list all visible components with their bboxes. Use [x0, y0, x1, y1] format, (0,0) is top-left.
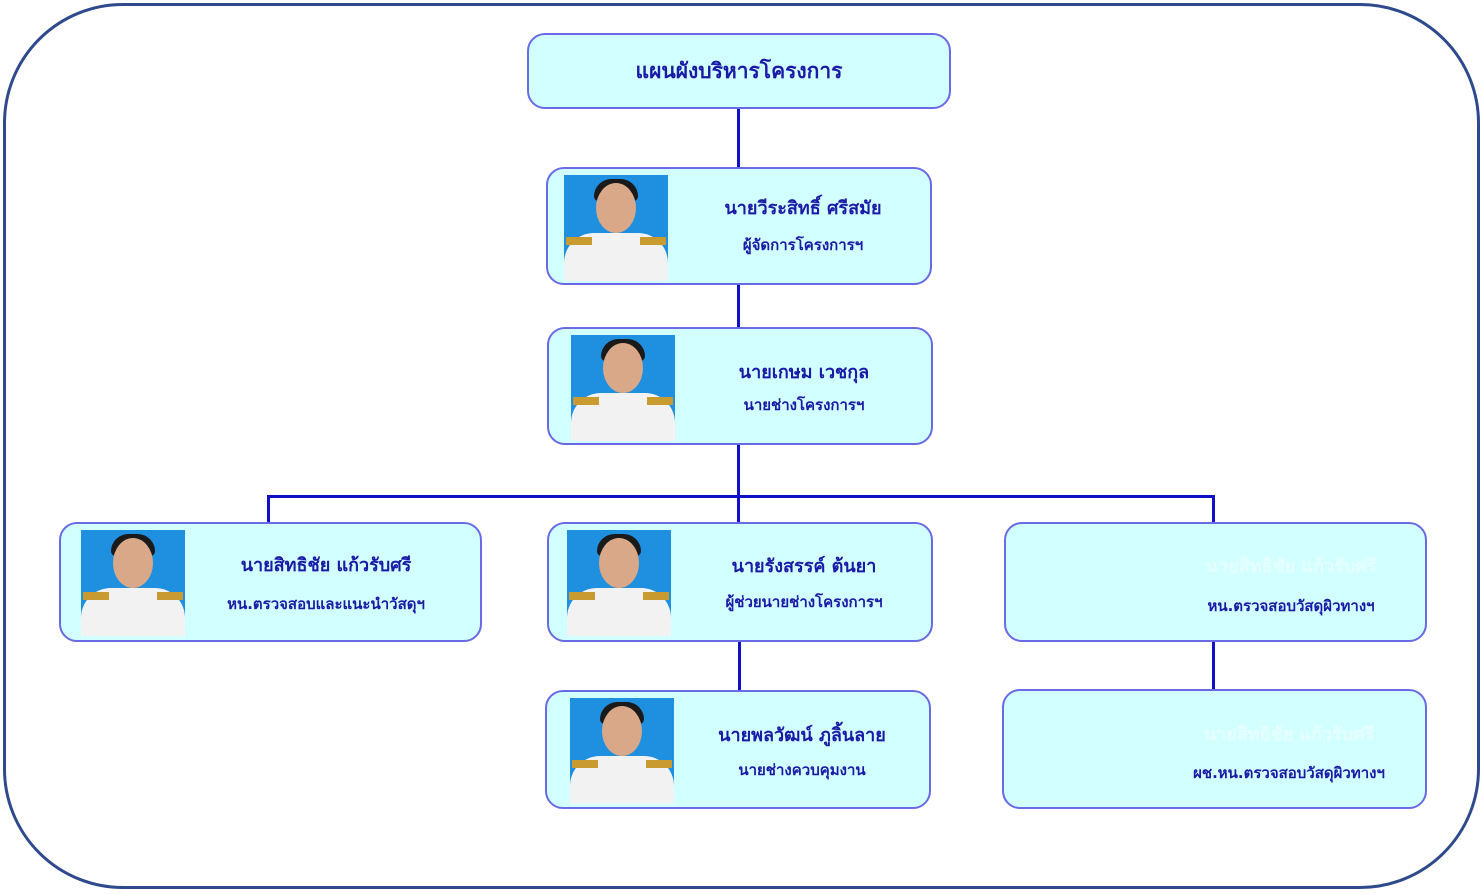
- person-name: นายพลวัฒน์ ภูลิ้นลาย: [718, 725, 886, 746]
- connector: [737, 285, 740, 328]
- person-name: นายสิทธิชัย แก้วรับศรี: [1203, 724, 1375, 745]
- outer-frame: [3, 3, 1480, 889]
- person-photo: [571, 335, 675, 441]
- person-name: นายสิทธิชัย แก้วรับศรี: [240, 555, 412, 576]
- person-photo: [564, 175, 668, 281]
- person-role: ผช.หน.ตรวจสอบวัสดุผิวทางฯ: [1193, 764, 1385, 782]
- person-role: นายช่างโครงการฯ: [743, 396, 865, 414]
- connector: [267, 495, 270, 523]
- person-role: นายช่างควบคุมงาน: [738, 761, 866, 779]
- connector: [737, 445, 740, 523]
- person-name: นายรังสรรค์ ต้นยา: [731, 556, 877, 577]
- connector: [1212, 495, 1215, 523]
- person-photo: [567, 530, 671, 636]
- person-photo: [81, 530, 185, 636]
- connector: [737, 108, 740, 168]
- connector: [267, 495, 1215, 498]
- node-surface-material-head: นายสิทธิชัย แก้วรับศรี หน.ตรวจสอบวัสดุผิ…: [1004, 522, 1427, 642]
- connector: [738, 642, 741, 691]
- person-role: ผู้จัดการโครงการฯ: [742, 236, 864, 254]
- connector: [1212, 642, 1215, 690]
- node-project-engineer: นายเกษม เวชกุล นายช่างโครงการฯ: [547, 327, 933, 445]
- node-surface-material-assistant-head: นายสิทธิชัย แก้วรับศรี ผช.หน.ตรวจสอบวัสด…: [1002, 689, 1427, 809]
- person-name: นายวีระสิทธิ์ ศรีสมัย: [724, 198, 882, 219]
- person-role: หน.ตรวจสอบวัสดุผิวทางฯ: [1207, 597, 1375, 615]
- node-assistant-engineer: นายรังสรรค์ ต้นยา ผู้ช่วยนายช่างโครงการฯ: [547, 522, 933, 642]
- person-role: ผู้ช่วยนายช่างโครงการฯ: [725, 593, 883, 611]
- node-material-inspection-head: นายสิทธิชัย แก้วรับศรี หน.ตรวจสอบและแนะน…: [59, 522, 482, 642]
- node-project-manager: นายวีระสิทธิ์ ศรีสมัย ผู้จัดการโครงการฯ: [546, 167, 932, 285]
- chart-title-text: แผนผังบริหารโครงการ: [635, 58, 843, 83]
- person-name: นายเกษม เวชกุล: [738, 362, 870, 383]
- node-site-supervisor: นายพลวัฒน์ ภูลิ้นลาย นายช่างควบคุมงาน: [545, 690, 931, 809]
- person-name: นายสิทธิชัย แก้วรับศรี: [1205, 556, 1377, 577]
- person-role: หน.ตรวจสอบและแนะนำวัสดุฯ: [227, 595, 425, 613]
- chart-title: แผนผังบริหารโครงการ: [527, 33, 951, 109]
- person-photo: [570, 698, 674, 804]
